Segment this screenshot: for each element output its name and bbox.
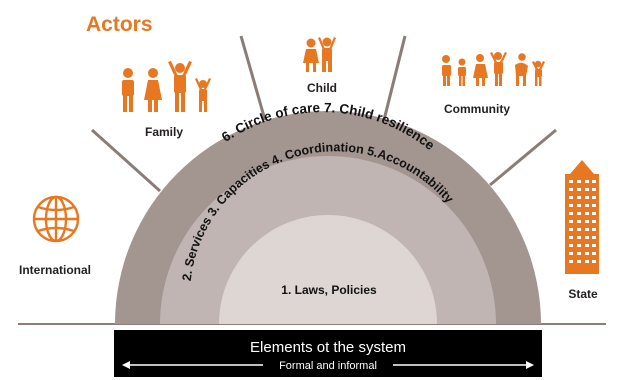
divider-lines — [90, 35, 557, 193]
state-label: State — [568, 287, 598, 301]
inner-ring-label: 1. Laws, Policies — [281, 283, 377, 297]
child-label: Child — [307, 81, 337, 95]
globe-icon — [32, 195, 80, 243]
footer-title: Elements ot the system — [250, 339, 406, 356]
family-group-icon — [122, 61, 211, 112]
child-icon — [303, 37, 336, 72]
title: Actors — [86, 13, 153, 36]
footer-bar — [114, 330, 542, 377]
community-label: Community — [444, 102, 510, 116]
community-group-icon — [442, 52, 545, 86]
inner-ring — [219, 215, 437, 324]
building-icon — [565, 160, 599, 274]
double-arrow-icon — [122, 361, 534, 369]
footer-subtitle: Formal and informal — [279, 360, 377, 372]
international-label: International — [19, 263, 91, 277]
family-label: Family — [145, 125, 183, 139]
